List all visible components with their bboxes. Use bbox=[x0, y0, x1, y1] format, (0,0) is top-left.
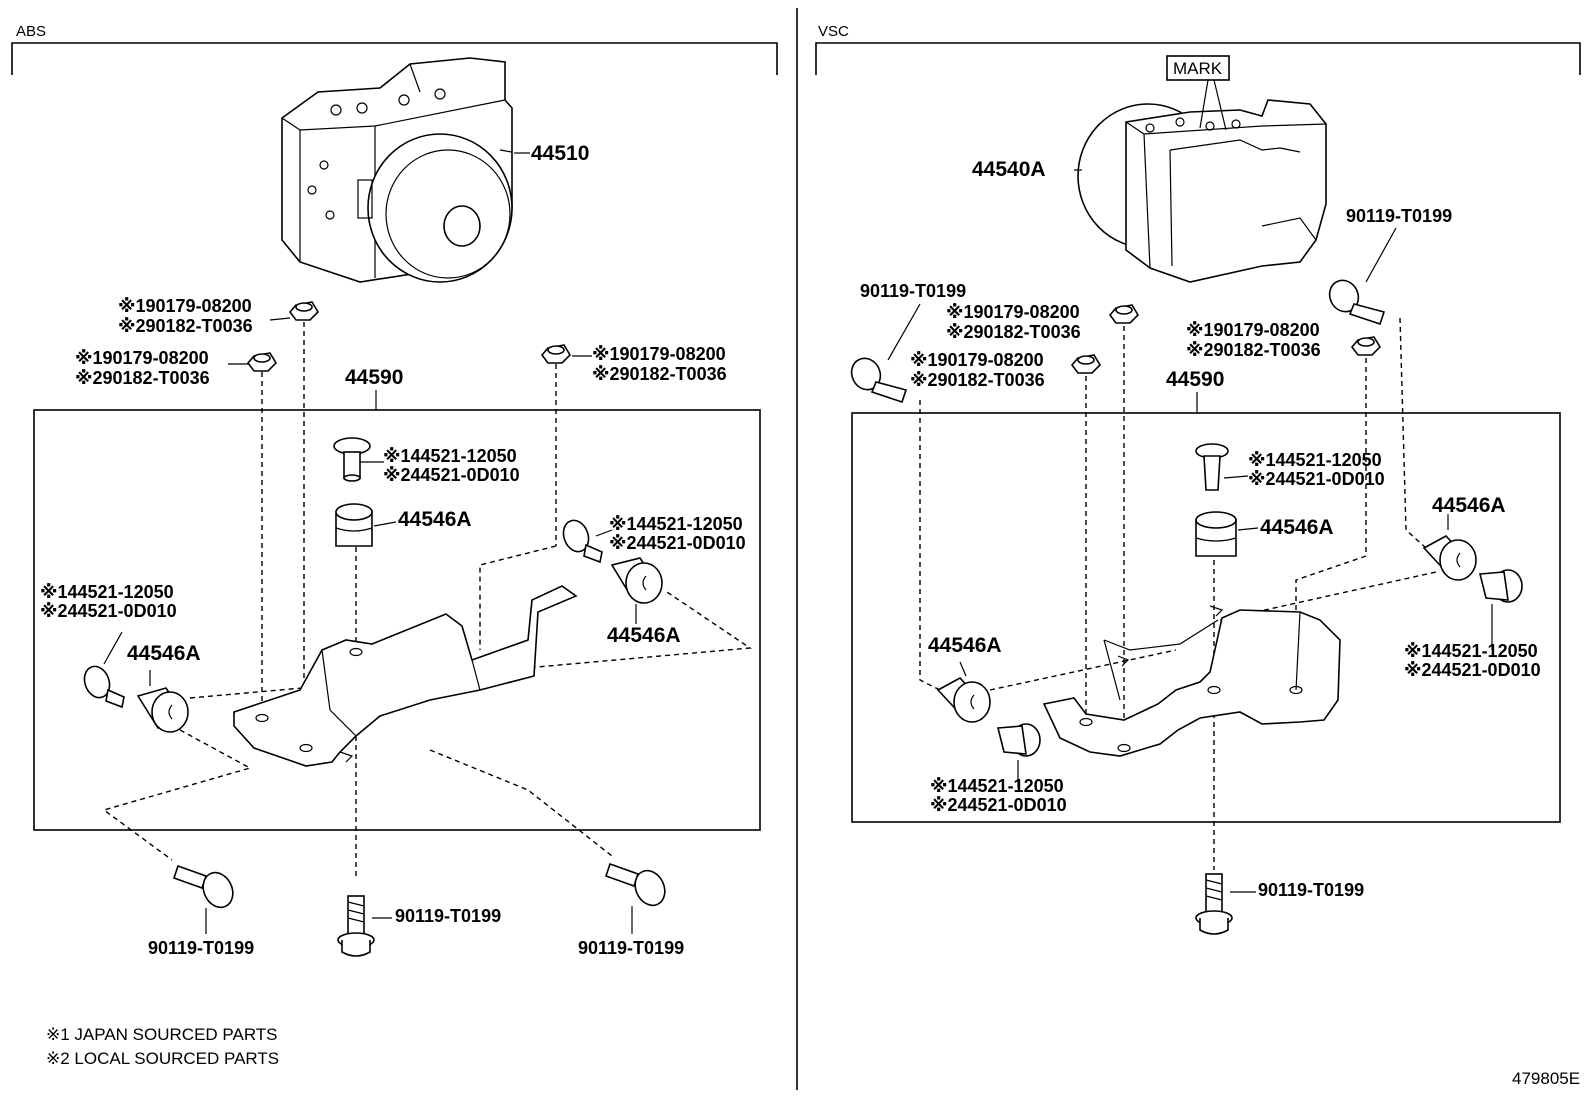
abs-bracket-assy-box bbox=[33, 409, 761, 831]
vsc-actuator-illustration bbox=[1074, 99, 1327, 283]
note-japan-sourced: ※1 JAPAN SOURCED PARTS bbox=[46, 1025, 278, 1044]
abs-nut-right-label-1: ※190179-08200 bbox=[592, 344, 726, 364]
abs-cushion-icon bbox=[136, 503, 663, 733]
vsc-mark-box bbox=[1166, 55, 1230, 81]
vsc-collar-right-label-1: ※144521-12050 bbox=[1404, 641, 1538, 661]
note-local-sourced: ※2 LOCAL SOURCED PARTS bbox=[46, 1049, 279, 1068]
abs-collar-top-label-1: ※144521-12050 bbox=[383, 446, 517, 466]
section-label-vsc: VSC bbox=[818, 23, 849, 40]
vsc-bracket-illustration bbox=[1042, 605, 1341, 757]
abs-collar-right-label-2: ※244521-0D010 bbox=[609, 533, 746, 553]
vsc-nut-left-label-1: ※190179-08200 bbox=[910, 350, 1044, 370]
abs-collar-icon bbox=[83, 437, 603, 709]
abs-nut-top-label-1: ※190179-08200 bbox=[118, 296, 252, 316]
section-label-abs: ABS bbox=[16, 23, 46, 40]
vsc-cushion-right-label: 44546A bbox=[1432, 494, 1506, 517]
abs-bolt-icon bbox=[172, 862, 666, 957]
vsc-collar-bottom-label-2: ※244521-0D010 bbox=[930, 795, 1067, 815]
abs-cushion-right-label: 44546A bbox=[607, 624, 681, 647]
abs-nut-icon bbox=[246, 301, 572, 372]
vsc-nut-icon bbox=[1070, 304, 1382, 374]
abs-collar-top-label-2: ※244521-0D010 bbox=[383, 465, 520, 485]
vsc-mark-label: MARK bbox=[1173, 59, 1223, 78]
vsc-cushion-icon bbox=[936, 511, 1477, 723]
vsc-nut-center-label-2: ※290182-T0036 bbox=[946, 322, 1081, 342]
vsc-nut-right-label-1: ※190179-08200 bbox=[1186, 320, 1320, 340]
vsc-bolt-bottom-label: 90119-T0199 bbox=[1258, 880, 1364, 900]
vsc-collar-bottom-label-1: ※144521-12050 bbox=[930, 776, 1064, 796]
abs-nut-right-label-2: ※290182-T0036 bbox=[592, 364, 727, 384]
vsc-nut-right-label-2: ※290182-T0036 bbox=[1186, 340, 1321, 360]
vsc-nut-center-label-1: ※190179-08200 bbox=[946, 302, 1080, 322]
abs-cushion-left-label: 44546A bbox=[127, 642, 201, 665]
abs-collar-right-label-1: ※144521-12050 bbox=[609, 514, 743, 534]
abs-actuator-label: 44510 bbox=[531, 142, 589, 165]
vsc-cushion-center-label: 44546A bbox=[1260, 516, 1334, 539]
vsc-collar-right-label-2: ※244521-0D010 bbox=[1404, 660, 1541, 680]
vsc-bracket-assy-box bbox=[851, 412, 1561, 823]
abs-nut-left-label-1: ※190179-08200 bbox=[75, 348, 209, 368]
abs-bracket-illustration bbox=[233, 585, 578, 767]
abs-bracket-assy-label: 44590 bbox=[345, 366, 403, 389]
abs-bolt-center-label: 90119-T0199 bbox=[395, 906, 501, 926]
abs-bolt-right-label: 90119-T0199 bbox=[578, 938, 684, 958]
vsc-bolt-icon bbox=[850, 279, 1386, 935]
vsc-collar-top-label-2: ※244521-0D010 bbox=[1248, 469, 1385, 489]
vsc-actuator-label: 44540A bbox=[972, 158, 1046, 181]
abs-bolt-left-label: 90119-T0199 bbox=[148, 938, 254, 958]
vsc-nut-left-label-2: ※290182-T0036 bbox=[910, 370, 1045, 390]
abs-collar-left-label-1: ※144521-12050 bbox=[40, 582, 174, 602]
vsc-bolt-top-left-label: 90119-T0199 bbox=[860, 281, 966, 301]
vsc-bracket-assy-label: 44590 bbox=[1166, 368, 1224, 391]
abs-nut-left-label-2: ※290182-T0036 bbox=[75, 368, 210, 388]
abs-nut-top-label-2: ※290182-T0036 bbox=[118, 316, 253, 336]
abs-cushion-top-label: 44546A bbox=[398, 508, 472, 531]
illustration-id: 479805E bbox=[1512, 1069, 1580, 1088]
vsc-bolt-top-right-label: 90119-T0199 bbox=[1346, 206, 1452, 226]
frames bbox=[11, 8, 1581, 1090]
abs-actuator-illustration bbox=[281, 57, 530, 283]
vsc-collar-top-label-1: ※144521-12050 bbox=[1248, 450, 1382, 470]
abs-collar-left-label-2: ※244521-0D010 bbox=[40, 601, 177, 621]
vsc-cushion-left-label: 44546A bbox=[928, 634, 1002, 657]
vsc-collar-icon bbox=[996, 443, 1523, 757]
